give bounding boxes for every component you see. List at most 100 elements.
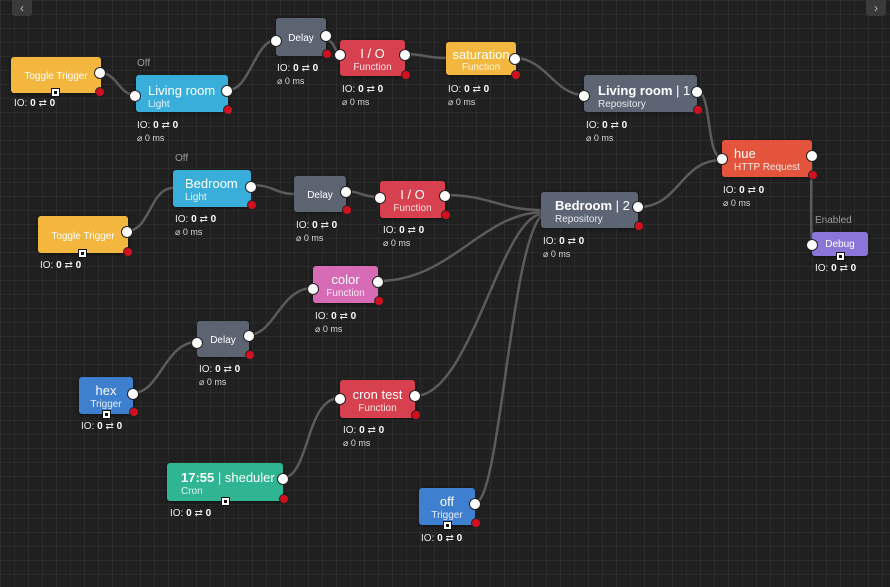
error-port[interactable]	[634, 221, 644, 231]
error-port[interactable]	[322, 49, 332, 59]
error-port[interactable]	[374, 296, 384, 306]
input-port[interactable]	[334, 49, 346, 61]
node-type: Repository	[598, 99, 646, 110]
output-port[interactable]	[127, 388, 139, 400]
output-port[interactable]	[245, 181, 257, 193]
error-port[interactable]	[247, 200, 257, 210]
io-stats: IO: 0 ⇄ 0	[383, 225, 425, 236]
wire	[514, 56, 585, 97]
trigger-button[interactable]	[78, 249, 87, 258]
output-port[interactable]	[399, 49, 411, 61]
scheduler-cron-node[interactable]: 17:55 | sheduler Cron	[167, 463, 283, 501]
node-title: 17:55 | sheduler	[181, 470, 275, 485]
node-type: Repository	[555, 214, 603, 225]
off-trigger-node[interactable]: off Trigger	[419, 488, 475, 525]
node-type: Trigger	[431, 510, 463, 521]
delay-node-3[interactable]: Delay	[197, 321, 249, 357]
io-stats: IO: 0 ⇄ 0	[421, 533, 463, 544]
output-port[interactable]	[632, 201, 644, 213]
input-port[interactable]	[307, 283, 319, 295]
error-port[interactable]	[95, 87, 105, 97]
error-port[interactable]	[471, 518, 481, 528]
io-stats: IO: 0 ⇄ 0	[14, 98, 56, 109]
output-port[interactable]	[320, 30, 332, 42]
cron-test-function-node[interactable]: cron test Function	[340, 380, 415, 418]
node-title: saturation	[452, 47, 510, 62]
bedroom-light-node[interactable]: Bedroom Light	[173, 170, 251, 207]
output-port[interactable]	[221, 85, 233, 97]
hue-http-request-node[interactable]: hue HTTP Request	[722, 140, 812, 177]
error-port[interactable]	[401, 70, 411, 80]
living-room-repository-node[interactable]: Living room | 1 Repository	[584, 75, 697, 112]
output-port[interactable]	[243, 330, 255, 342]
io-stats: IO: 0 ⇄ 0	[81, 421, 123, 432]
error-port[interactable]	[223, 105, 233, 115]
input-port[interactable]	[129, 90, 141, 102]
scroll-right-button[interactable]: ›	[866, 0, 886, 16]
trigger-button[interactable]	[221, 497, 230, 506]
debug-toggle[interactable]	[836, 252, 845, 261]
output-port[interactable]	[340, 186, 352, 198]
scroll-left-button[interactable]: ‹	[12, 0, 32, 16]
color-function-node[interactable]: color Function	[313, 266, 378, 303]
io-function-node-1[interactable]: I / O Function	[340, 40, 405, 76]
input-port[interactable]	[374, 192, 386, 204]
output-port[interactable]	[409, 390, 421, 402]
avg-time: ⌀ 0 ms	[723, 198, 751, 208]
input-port[interactable]	[806, 239, 818, 251]
node-title: Delay	[307, 190, 333, 201]
wire	[227, 38, 277, 92]
error-port[interactable]	[245, 350, 255, 360]
node-title: cron test	[352, 387, 403, 402]
node-state: Off	[175, 153, 189, 164]
trigger-button[interactable]	[102, 410, 111, 419]
node-type: Light	[185, 192, 207, 203]
output-port[interactable]	[469, 498, 481, 510]
saturation-function-node[interactable]: saturation Function	[446, 42, 516, 75]
error-port[interactable]	[808, 170, 818, 180]
io-stats: IO: 0 ⇄ 0	[315, 311, 357, 322]
error-port[interactable]	[123, 247, 133, 257]
io-stats: IO: 0 ⇄ 0	[170, 508, 212, 519]
error-port[interactable]	[511, 70, 521, 80]
error-port[interactable]	[342, 205, 352, 215]
output-port[interactable]	[277, 473, 289, 485]
error-port[interactable]	[129, 407, 139, 417]
wire	[247, 286, 314, 337]
output-port[interactable]	[509, 53, 521, 65]
node-type: Function	[358, 403, 397, 414]
input-port[interactable]	[578, 90, 590, 102]
wire	[404, 52, 447, 60]
living-room-light-node[interactable]: Living room Light	[136, 75, 228, 112]
node-title: hue	[734, 146, 756, 161]
output-port[interactable]	[94, 67, 106, 79]
input-port[interactable]	[270, 35, 282, 47]
output-port[interactable]	[691, 86, 703, 98]
input-port[interactable]	[191, 337, 203, 349]
io-stats: IO: 0 ⇄ 0	[343, 425, 385, 436]
node-type: Function	[353, 62, 392, 73]
bedroom-repository-node[interactable]: Bedroom | 2 Repository	[541, 192, 638, 228]
input-port[interactable]	[334, 393, 346, 405]
output-port[interactable]	[372, 276, 384, 288]
trigger-button[interactable]	[443, 521, 452, 530]
error-port[interactable]	[279, 494, 289, 504]
error-port[interactable]	[441, 210, 451, 220]
output-port[interactable]	[439, 190, 451, 202]
delay-node-1[interactable]: Delay	[276, 18, 326, 56]
hex-trigger-node[interactable]: hex Trigger	[79, 377, 133, 414]
io-stats: IO: 0 ⇄ 0	[40, 260, 82, 271]
io-stats: IO: 0 ⇄ 0	[586, 120, 628, 131]
toggle-trigger-node-1[interactable]: Toggle Trigger	[11, 57, 101, 93]
output-port[interactable]	[121, 226, 133, 238]
error-port[interactable]	[411, 410, 421, 420]
avg-time: ⌀ 0 ms	[199, 377, 227, 387]
trigger-button[interactable]	[51, 88, 60, 97]
delay-node-2[interactable]: Delay	[294, 176, 346, 212]
io-stats: IO: 0 ⇄ 0	[199, 364, 241, 375]
io-function-node-2[interactable]: I / O Function	[380, 181, 445, 218]
toggle-trigger-node-2[interactable]: Toggle Trigger	[38, 216, 128, 253]
error-port[interactable]	[693, 105, 703, 115]
output-port[interactable]	[806, 150, 818, 162]
input-port[interactable]	[716, 153, 728, 165]
